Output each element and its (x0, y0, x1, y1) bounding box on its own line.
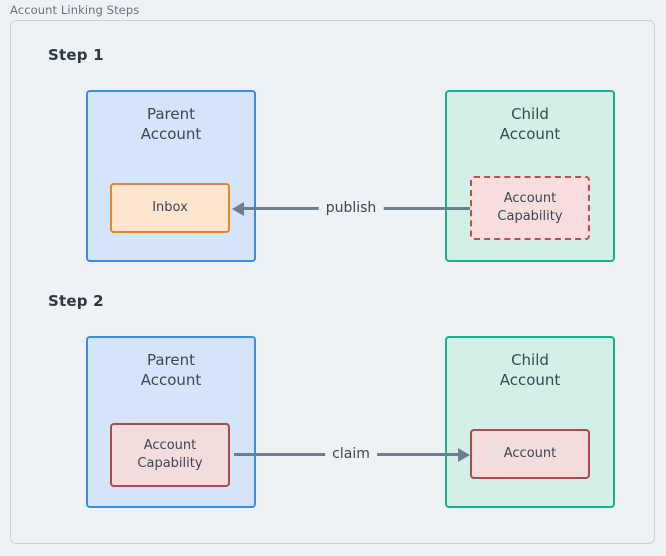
step-1-child-account-title: Child Account (499, 105, 561, 143)
step-2-account-node[interactable]: Account (470, 429, 590, 479)
step-1-inbox-node[interactable]: Inbox (110, 183, 230, 233)
step-1-publish-arrowhead (232, 201, 244, 216)
step-1-label: Step 1 (48, 46, 104, 64)
step-2-parent-account-title: Parent Account (140, 351, 202, 389)
step-2-child-account-title: Child Account (499, 351, 561, 389)
step-2-claim-edge-label: claim (325, 446, 377, 462)
step-1-publish-edge-label: publish (318, 200, 384, 216)
step-1-parent-account-node[interactable]: Parent Account (86, 90, 256, 262)
step-2-claim-arrowhead (458, 447, 470, 462)
diagram-title: Account Linking Steps (10, 3, 140, 17)
step-2-account-capability-node[interactable]: Account Capability (110, 423, 230, 487)
step-1-parent-account-title: Parent Account (140, 105, 202, 143)
step-2-label: Step 2 (48, 292, 104, 310)
step-2-child-account-node[interactable]: Child Account (445, 336, 615, 508)
step-1-account-capability-node[interactable]: Account Capability (470, 176, 590, 240)
